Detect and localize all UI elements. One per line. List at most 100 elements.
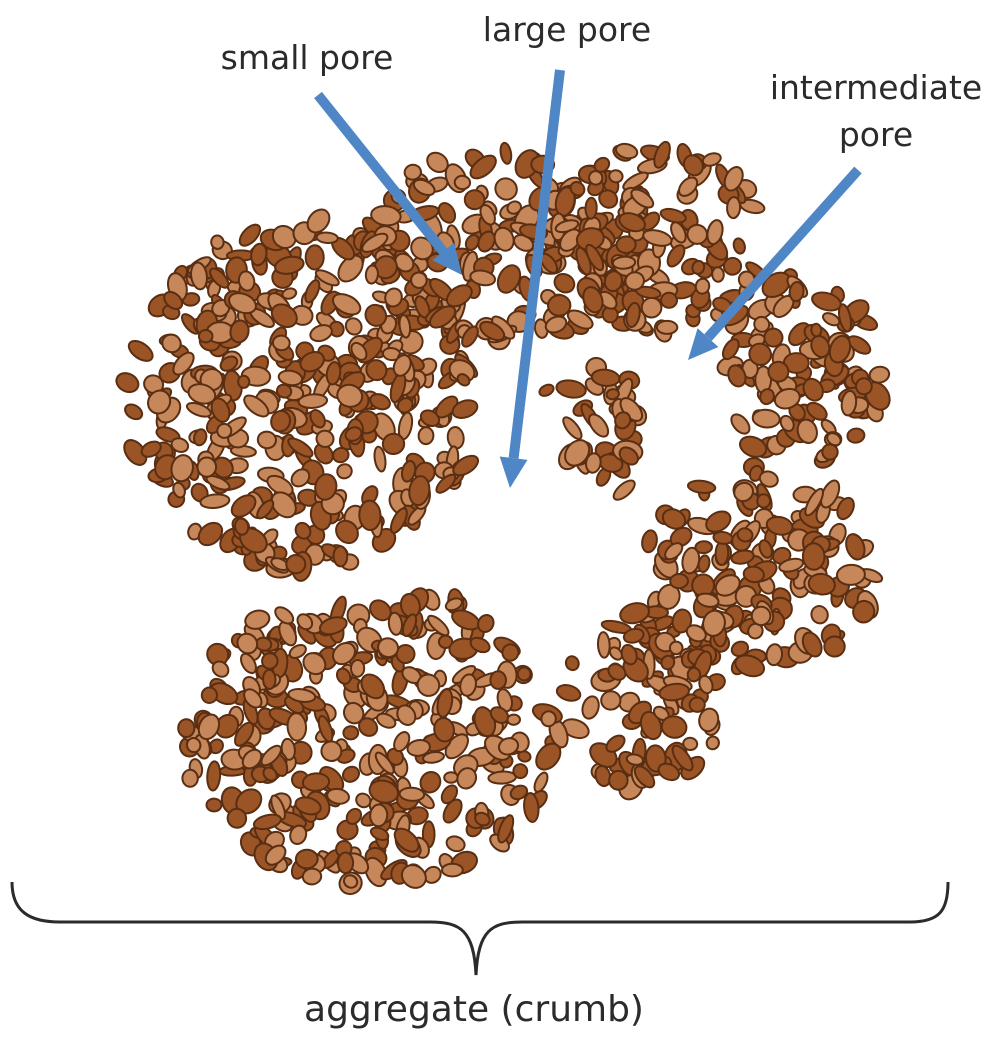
soil-grain bbox=[335, 519, 359, 545]
soil-grain bbox=[564, 655, 580, 672]
soil-grain bbox=[828, 334, 852, 364]
soil-grains bbox=[115, 140, 891, 896]
soil-grain bbox=[727, 364, 747, 388]
soil-grain bbox=[325, 361, 342, 386]
soil-grain bbox=[400, 864, 427, 889]
soil-grain bbox=[585, 243, 605, 272]
soil-grain bbox=[588, 413, 610, 438]
soil-grain bbox=[456, 373, 471, 387]
soil-grain bbox=[281, 287, 298, 300]
soil-grain bbox=[320, 740, 343, 763]
soil-grain bbox=[608, 769, 629, 791]
soil-grain bbox=[758, 539, 773, 559]
soil-grain bbox=[453, 174, 472, 191]
soil-grain bbox=[594, 764, 612, 788]
soil-grain bbox=[313, 442, 334, 465]
small-pore-label: small pore bbox=[220, 38, 394, 77]
soil-grain bbox=[342, 725, 360, 741]
soil-grain bbox=[612, 479, 636, 501]
soil-grain bbox=[285, 554, 307, 575]
soil-grain bbox=[393, 827, 420, 853]
soil-grain bbox=[238, 223, 262, 247]
soil-grain bbox=[608, 169, 624, 184]
soil-grain bbox=[706, 219, 724, 246]
aggregate-brace bbox=[10, 881, 950, 976]
intermediate-pore-label-line2: pore bbox=[838, 115, 914, 154]
soil-grain bbox=[163, 290, 184, 311]
soil-grain bbox=[252, 813, 282, 831]
soil-grain bbox=[773, 387, 801, 410]
soil-grain bbox=[140, 440, 162, 458]
soil-grain bbox=[615, 235, 637, 255]
soil-grain bbox=[653, 140, 671, 169]
soil-grain bbox=[234, 517, 250, 536]
soil-grain bbox=[705, 510, 732, 533]
soil-grain bbox=[671, 744, 694, 772]
soil-grain bbox=[306, 208, 331, 234]
soil-grain bbox=[614, 411, 632, 430]
soil-grain bbox=[788, 281, 805, 303]
soil-grain bbox=[422, 751, 445, 764]
soil-grain bbox=[669, 526, 693, 548]
soil-grain bbox=[261, 652, 279, 670]
soil-grain bbox=[304, 244, 325, 271]
soil-grain bbox=[360, 673, 386, 700]
soil-grain bbox=[509, 784, 529, 801]
soil-grain bbox=[811, 291, 842, 312]
soil-grain bbox=[593, 156, 611, 173]
soil-grain bbox=[705, 735, 720, 751]
soil-grain bbox=[210, 234, 225, 250]
soil-grain bbox=[779, 414, 795, 432]
soil-grain bbox=[302, 652, 327, 676]
soil-grain bbox=[364, 264, 379, 285]
soil-grain bbox=[691, 259, 706, 275]
soil-grain bbox=[393, 731, 411, 753]
soil-grain bbox=[271, 224, 297, 250]
soil-grain bbox=[559, 228, 582, 252]
soil-grain bbox=[469, 269, 497, 287]
soil-grain bbox=[582, 286, 604, 314]
soil-grain bbox=[734, 654, 765, 678]
soil-grain bbox=[270, 794, 286, 821]
soil-grain bbox=[296, 613, 314, 631]
soil-grain bbox=[392, 354, 412, 377]
soil-grain bbox=[332, 545, 349, 568]
soil-grain bbox=[199, 493, 231, 510]
soil-grain bbox=[625, 301, 641, 328]
soil-grain bbox=[314, 473, 338, 501]
soil-grain bbox=[337, 254, 364, 283]
soil-grain bbox=[516, 666, 532, 682]
soil-grain bbox=[210, 397, 231, 423]
soil-grain bbox=[801, 631, 823, 658]
soil-grain bbox=[185, 737, 202, 754]
soil-grain bbox=[408, 475, 431, 507]
soil-grain bbox=[444, 597, 463, 612]
soil-grain bbox=[229, 319, 250, 344]
soil-grain bbox=[605, 734, 626, 753]
soil-grain bbox=[736, 527, 754, 543]
soil-grain bbox=[822, 312, 841, 327]
soil-grain bbox=[115, 372, 140, 394]
soil-grain bbox=[375, 712, 397, 729]
soil-grain bbox=[426, 151, 449, 174]
soil-grain bbox=[309, 408, 326, 429]
soil-grain bbox=[523, 792, 540, 823]
soil-grain bbox=[197, 713, 221, 741]
soil-grain bbox=[437, 202, 457, 224]
soil-grain bbox=[493, 226, 515, 252]
soil-grain bbox=[410, 271, 428, 289]
soil-grain bbox=[244, 609, 271, 630]
soil-grain bbox=[517, 750, 532, 763]
soil-grain bbox=[810, 605, 829, 625]
soil-grain bbox=[499, 141, 513, 165]
soil-grain bbox=[618, 212, 646, 233]
soil-grain bbox=[696, 592, 720, 608]
soil-grain bbox=[569, 181, 586, 197]
soil-grain bbox=[767, 360, 790, 383]
soil-grain bbox=[401, 613, 418, 638]
soil-grain bbox=[810, 322, 823, 338]
soil-grain bbox=[751, 408, 781, 429]
soil-grain bbox=[241, 748, 263, 770]
soil-grain bbox=[185, 401, 212, 418]
soil-grain bbox=[318, 616, 348, 636]
